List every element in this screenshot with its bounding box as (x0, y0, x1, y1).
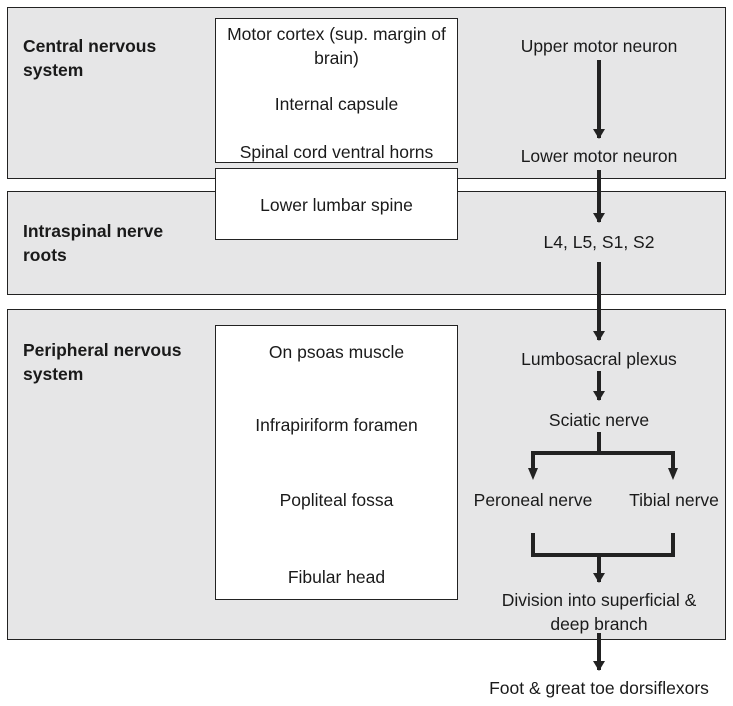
pathway-tibial-nerve: Tibial nerve (629, 490, 719, 510)
pathway-upper-motor-neuron: Upper motor neuron (520, 36, 678, 56)
intraspinal-title: Intraspinal nerve roots (23, 221, 164, 265)
pns-location-box (215, 325, 458, 600)
pathway-peroneal-nerve: Peroneal nerve (473, 490, 593, 510)
location-fibular-head: Fibular head (287, 567, 386, 587)
pathway-lower-motor-neuron: Lower motor neuron (520, 146, 678, 166)
location-lower-lumbar-spine: Lower lumbar spine (260, 195, 413, 215)
location-popliteal-fossa: Popliteal fossa (279, 490, 394, 510)
intraspinal-location-box (215, 168, 458, 240)
location-psoas-muscle: On psoas muscle (268, 342, 405, 362)
pathway-lumbosacral-plexus: Lumbosacral plexus (521, 349, 677, 369)
location-internal-capsule: Internal capsule (274, 94, 399, 114)
pathway-target-dorsiflexors: Foot & great toe dorsiflexors (489, 678, 709, 698)
location-spinal-cord-ventral-horns: Spinal cord ventral horns (239, 142, 434, 162)
pathway-nerve-roots: L4, L5, S1, S2 (543, 232, 655, 252)
pathway-division-branches: Division into superficial & deep branch (501, 590, 697, 634)
cns-title: Central nervous system (23, 36, 157, 80)
pathway-sciatic-nerve: Sciatic nerve (548, 410, 650, 430)
location-infrapiriform-foramen: Infrapiriform foramen (255, 415, 418, 435)
cns-location-box (215, 18, 458, 163)
pns-title: Peripheral nervous system (23, 340, 182, 384)
location-motor-cortex: Motor cortex (sup. margin of brain) (227, 24, 446, 68)
